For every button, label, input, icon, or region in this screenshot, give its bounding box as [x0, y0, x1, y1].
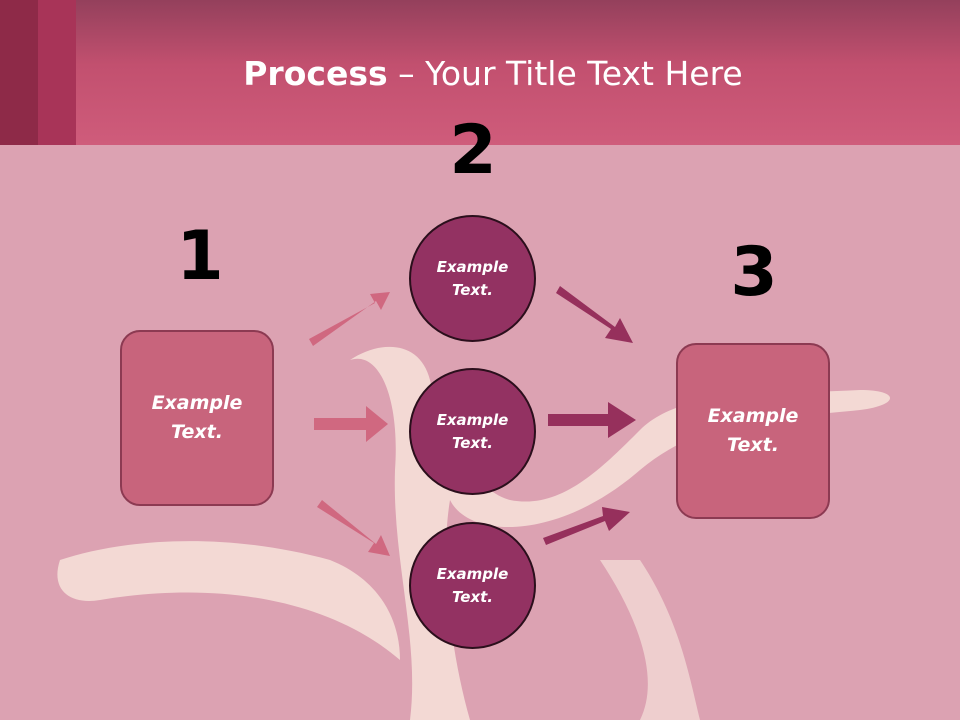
process-circle-bottom: Example Text.	[409, 522, 536, 649]
arrow-to-middle-circle	[314, 406, 388, 442]
step-number-2: 2	[449, 111, 497, 190]
arrow-to-bottom-circle	[317, 500, 390, 556]
header-accent-strip	[0, 0, 38, 145]
end-box: Example Text.	[676, 343, 830, 519]
header-accent-strip	[38, 0, 76, 145]
arrow-from-top-circle	[556, 286, 633, 343]
circle-bottom-label: Example Text.	[436, 564, 509, 606]
end-box-label: Example Text.	[707, 405, 799, 456]
arrow-from-middle-circle	[548, 402, 636, 438]
step-number-3: 3	[730, 233, 778, 312]
title-rest: – Your Title Text Here	[387, 54, 743, 93]
arrow-from-bottom-circle	[543, 507, 630, 545]
circle-top-label: Example Text.	[436, 257, 509, 299]
step-number-1: 1	[176, 217, 224, 296]
slide-title: Process – Your Title Text Here	[0, 52, 960, 96]
title-bold: Process	[243, 54, 388, 93]
process-circle-top: Example Text.	[409, 215, 536, 342]
header-bar	[0, 0, 960, 145]
arrow-to-top-circle	[309, 292, 390, 346]
start-box-label: Example Text.	[151, 392, 243, 443]
start-box: Example Text.	[120, 330, 274, 506]
circle-middle-label: Example Text.	[436, 410, 509, 452]
process-circle-middle: Example Text.	[409, 368, 536, 495]
